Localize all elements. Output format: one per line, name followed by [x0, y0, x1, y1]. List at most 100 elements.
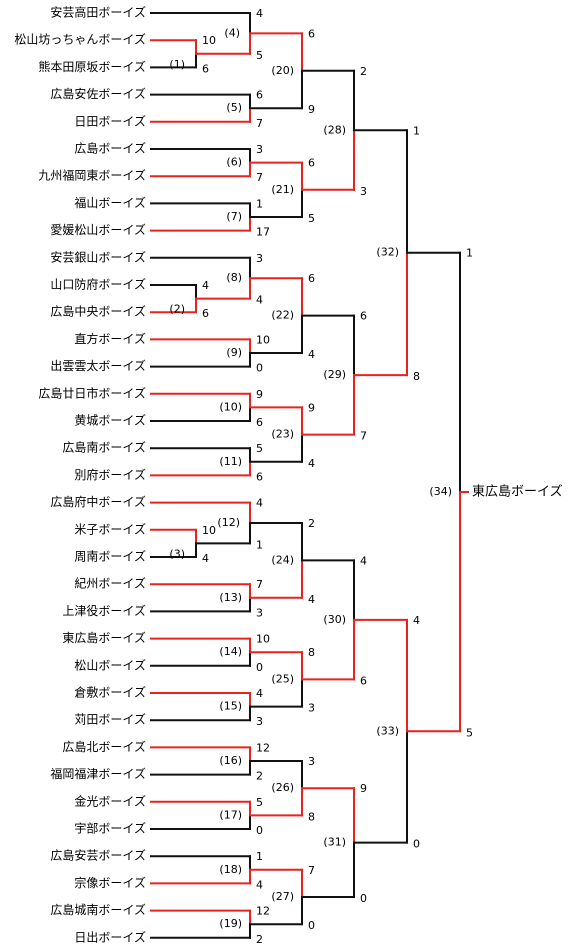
score-label: 12 [256, 905, 270, 918]
game-number: (27) [271, 890, 294, 903]
team-name: 福岡福津ボーイズ [50, 766, 146, 781]
game-number: (23) [271, 428, 294, 441]
game-number: (1) [169, 58, 185, 71]
team-name: 広島中央ボーイズ [50, 304, 146, 319]
score-label: 1 [256, 197, 263, 210]
team-name: 日田ボーイズ [74, 113, 146, 128]
team-name: 広島北ボーイズ [62, 739, 146, 754]
score-label: 4 [256, 687, 263, 700]
score-label: 4 [308, 593, 315, 606]
team-name: 日出ボーイズ [74, 929, 146, 944]
game-number: (12) [217, 516, 240, 529]
team-name: 松山ボーイズ [74, 657, 146, 672]
score-label: 2 [360, 65, 367, 78]
team-name: 宗像ボーイズ [74, 875, 146, 890]
team-name: 別府ボーイズ [74, 467, 146, 482]
score-label: 4 [360, 554, 367, 567]
score-label: 6 [308, 157, 315, 170]
score-label: 3 [360, 185, 367, 198]
team-name: 安芸高田ボーイズ [50, 5, 146, 20]
game-number: (13) [219, 591, 242, 604]
game-number: (8) [226, 271, 242, 284]
game-number: (33) [376, 724, 399, 737]
game-number: (14) [219, 645, 242, 658]
score-label: 7 [256, 117, 263, 130]
game-number: (7) [226, 210, 242, 223]
score-label: 6 [256, 470, 263, 483]
score-label: 3 [256, 715, 263, 728]
score-label: 9 [308, 401, 315, 414]
score-label: 4 [256, 7, 263, 20]
team-name: 広島城南ボーイズ [50, 902, 146, 917]
score-label: 6 [202, 62, 209, 75]
game-number: (34) [429, 485, 452, 498]
score-label: 4 [202, 552, 209, 565]
team-name: 愛媛松山ボーイズ [50, 222, 146, 237]
game-number: (24) [271, 553, 294, 566]
score-label: 3 [308, 755, 315, 768]
score-label: 7 [256, 171, 263, 184]
score-label: 6 [360, 674, 367, 687]
score-label: 5 [256, 49, 263, 62]
score-label: 4 [413, 614, 420, 627]
game-number: (18) [219, 863, 242, 876]
game-number: (6) [226, 156, 242, 169]
game-number: (2) [169, 303, 185, 316]
team-name: 宇部ボーイズ [74, 821, 146, 836]
score-label: 4 [256, 497, 263, 510]
game-number: (20) [271, 64, 294, 77]
team-name: 広島ボーイズ [74, 141, 146, 156]
score-label: 10 [202, 524, 216, 537]
score-label: 10 [202, 34, 216, 47]
score-label: 8 [308, 646, 315, 659]
game-number: (19) [219, 917, 242, 930]
team-name: 広島廿日市ボーイズ [38, 385, 146, 400]
team-name: 山口防府ボーイズ [50, 277, 146, 292]
team-name: 苅田ボーイズ [74, 712, 146, 727]
score-label: 2 [256, 770, 263, 783]
game-number: (22) [271, 309, 294, 322]
score-label: 3 [256, 252, 263, 265]
team-name: 黄城ボーイズ [74, 413, 146, 428]
game-number: (5) [226, 101, 242, 114]
game-number: (4) [224, 26, 240, 39]
score-label: 0 [256, 362, 263, 375]
score-label: 4 [256, 294, 263, 307]
score-label: 4 [308, 348, 315, 361]
score-label: 0 [308, 919, 315, 932]
team-name: 広島安芸ボーイズ [50, 848, 146, 863]
team-name: 周南ボーイズ [74, 549, 146, 564]
team-name: 福山ボーイズ [74, 195, 146, 210]
score-label: 6 [256, 89, 263, 102]
score-label: 7 [360, 430, 367, 443]
score-label: 10 [256, 333, 270, 346]
score-label: 4 [256, 878, 263, 891]
game-number: (15) [219, 700, 242, 713]
score-label: 2 [308, 517, 315, 530]
team-name: 広島府中ボーイズ [50, 494, 146, 509]
team-name: 松山坊っちゃんボーイズ [14, 32, 146, 47]
score-label: 8 [308, 810, 315, 823]
score-label: 0 [256, 824, 263, 837]
team-name: 直方ボーイズ [74, 331, 146, 346]
game-number: (30) [323, 613, 346, 626]
game-number: (16) [219, 754, 242, 767]
game-number: (32) [376, 246, 399, 259]
team-name: 広島南ボーイズ [62, 440, 146, 455]
score-label: 7 [308, 864, 315, 877]
score-label: 9 [360, 782, 367, 795]
score-label: 0 [256, 661, 263, 674]
score-label: 6 [202, 307, 209, 320]
game-number: (11) [219, 455, 242, 468]
score-label: 3 [256, 143, 263, 156]
team-name: 紀州ボーイズ [74, 576, 146, 591]
score-label: 6 [308, 272, 315, 285]
score-label: 1 [256, 850, 263, 863]
game-number: (26) [271, 781, 294, 794]
score-label: 2 [256, 933, 263, 946]
game-number: (3) [169, 547, 185, 560]
game-number: (31) [323, 836, 346, 849]
score-label: 12 [256, 741, 270, 754]
